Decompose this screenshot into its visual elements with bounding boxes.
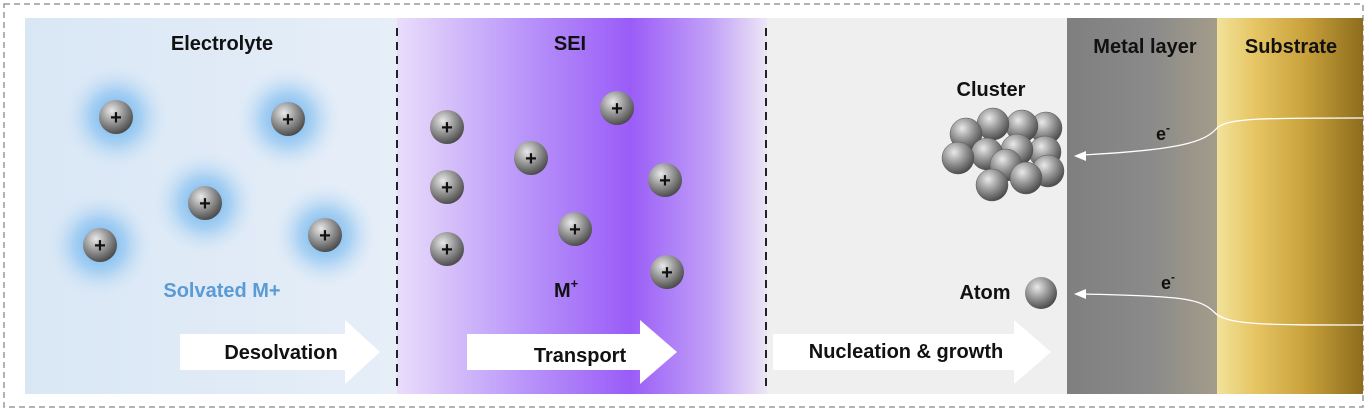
ion: +: [271, 102, 305, 136]
ion-charge: +: [441, 239, 453, 261]
ion-charge: +: [569, 219, 581, 241]
ion-label: M+: [554, 276, 579, 302]
electron-label-upper: e-: [1156, 121, 1170, 144]
ion-charge: +: [659, 170, 671, 192]
transport-label: Transport: [534, 345, 627, 367]
ion-sphere: [650, 255, 684, 289]
substrate-title: Substrate: [1245, 36, 1337, 58]
ion-sphere: [430, 110, 464, 144]
ion: +: [308, 218, 342, 252]
desolvation-arrow-shape: [180, 320, 380, 384]
ion: +: [650, 255, 684, 289]
ion-sphere: [271, 102, 305, 136]
desolvation-arrow: Desolvation: [180, 320, 380, 384]
ion-sphere: [558, 212, 592, 246]
ion: +: [558, 212, 592, 246]
electron-base: e: [1156, 124, 1166, 144]
transport-arrow-shape: [467, 320, 677, 384]
ion-charge: +: [199, 193, 211, 215]
ion-sphere: [514, 141, 548, 175]
ion-charge: +: [611, 98, 623, 120]
ion: +: [430, 170, 464, 204]
substrate-region: [1217, 18, 1363, 394]
ions: + + + + + + + + + + + + +: [83, 91, 684, 289]
cluster-atom: [975, 168, 1009, 202]
electron-label-lower: e-: [1161, 270, 1175, 293]
transport-arrow: Transport: [467, 320, 677, 384]
ion-sphere: [430, 232, 464, 266]
nucleation-arrow: Nucleation & growth: [773, 320, 1051, 384]
ion: +: [99, 100, 133, 134]
ion-sphere: [308, 218, 342, 252]
atom: [1025, 277, 1057, 309]
ion-sphere: [600, 91, 634, 125]
desolvation-label: Desolvation: [224, 342, 337, 364]
electron-arrowhead-upper: [1074, 151, 1086, 161]
ion: +: [600, 91, 634, 125]
ion-charge: +: [282, 109, 294, 131]
electron-sup: -: [1166, 121, 1170, 135]
electron-base: e: [1161, 273, 1171, 293]
electrolyte-title: Electrolyte: [171, 33, 273, 55]
electron-arrowhead-lower: [1074, 289, 1086, 299]
ion: +: [83, 228, 117, 262]
nucleation-arrow-shape: [773, 320, 1051, 384]
cluster-atom: [941, 141, 975, 175]
ion-sphere: [83, 228, 117, 262]
metal-layer-region: [1067, 18, 1217, 394]
cluster-atom: [1009, 161, 1043, 195]
solvated-label: Solvated M+: [163, 280, 280, 302]
electron-path-upper: [1081, 117, 1364, 156]
electron-path-lower: [1081, 293, 1364, 326]
ion-charge: +: [94, 235, 106, 257]
ion-sphere: [188, 186, 222, 220]
ion-charge: +: [661, 262, 673, 284]
ion-label-sup: +: [571, 276, 579, 291]
ion-charge: +: [110, 107, 122, 129]
ion: +: [188, 186, 222, 220]
cluster-label: Cluster: [957, 79, 1026, 101]
ion-sphere: [430, 170, 464, 204]
ion-sphere: [648, 163, 682, 197]
metal-layer-title: Metal layer: [1093, 36, 1197, 58]
ion-charge: +: [441, 117, 453, 139]
ion-sphere: [99, 100, 133, 134]
cluster: [941, 107, 1065, 202]
sei-title: SEI: [554, 33, 586, 55]
ion-charge: +: [441, 177, 453, 199]
ion: +: [514, 141, 548, 175]
ion-charge: +: [319, 225, 331, 247]
ion-label-base: M: [554, 280, 571, 302]
ion: +: [430, 110, 464, 144]
atom-label: Atom: [959, 282, 1010, 304]
ion: +: [648, 163, 682, 197]
ion-charge: +: [525, 148, 537, 170]
electron-sup: -: [1171, 270, 1175, 284]
nucleation-label: Nucleation & growth: [809, 341, 1003, 363]
ion: +: [430, 232, 464, 266]
sei-region: [397, 18, 767, 394]
